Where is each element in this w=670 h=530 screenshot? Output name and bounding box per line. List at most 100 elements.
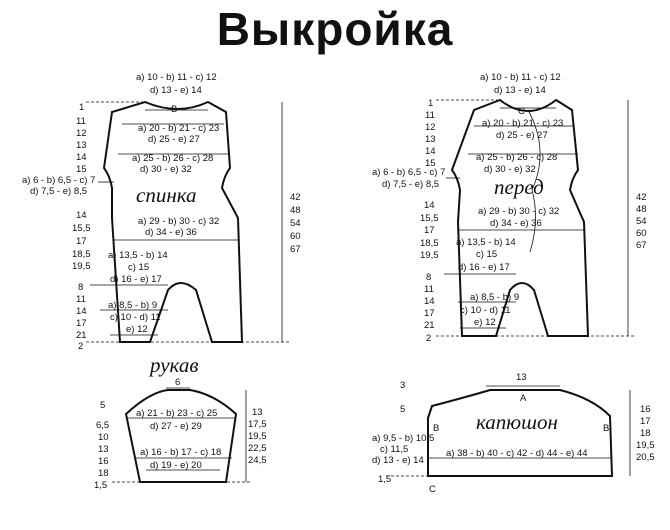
front-right-3: 60 xyxy=(636,228,647,239)
back-left-15: 21 xyxy=(76,330,87,341)
front-left-15: 21 xyxy=(424,320,435,331)
back-left-5: 15 xyxy=(76,164,87,175)
back-right-3: 60 xyxy=(290,231,301,242)
sleeve-left-0: 5 xyxy=(100,400,105,411)
back-left-13: 14 xyxy=(76,306,87,317)
sleeve-right-0: 13 xyxy=(252,407,263,418)
sleeve-upper-2: d) 27 - e) 29 xyxy=(150,421,202,432)
sleeve-left-6: 1,5 xyxy=(94,480,107,491)
front-chest1-2: d) 25 - e) 27 xyxy=(496,130,548,141)
front-left-6: 14 xyxy=(424,200,435,211)
back-left-7: 15,5 xyxy=(72,223,91,234)
front-right-4: 67 xyxy=(636,240,647,251)
back-left-10: 19,5 xyxy=(72,261,91,272)
front-chest1-1: a) 20 - b) 21 - c) 23 xyxy=(482,118,563,129)
hood-left-0: 3 xyxy=(400,380,405,391)
front-legbot-1: a) 8,5 - b) 9 xyxy=(470,292,519,303)
sleeve-lower-1: a) 16 - b) 17 - c) 18 xyxy=(140,447,221,458)
hood-bottom-value: a) 38 - b) 40 - c) 42 - d) 44 - e) 44 xyxy=(446,448,588,459)
front-legbot-3: e) 12 xyxy=(474,317,496,328)
back-left-3: 13 xyxy=(76,140,87,151)
front-left-0: 1 xyxy=(428,98,433,109)
back-left-9: 18,5 xyxy=(72,249,91,260)
back-neck-2: d) 13 - e) 14 xyxy=(150,85,202,96)
hood-letter-a: A xyxy=(520,393,527,404)
hood-left-label-1: c) 11,5 xyxy=(380,444,408,455)
front-left-7: 15,5 xyxy=(420,213,439,224)
sleeve-left-3: 13 xyxy=(98,444,109,455)
sleeve-outline xyxy=(124,389,238,483)
hood-outline xyxy=(427,389,614,477)
back-left-2: 12 xyxy=(76,128,87,139)
back-chest1-2: d) 25 - e) 27 xyxy=(148,134,200,145)
hood-letter-b-left: B xyxy=(433,423,439,434)
hood-right-0: 16 xyxy=(640,404,651,415)
back-left-1: 11 xyxy=(76,116,86,127)
back-right-4: 67 xyxy=(290,244,301,255)
back-left-12: 11 xyxy=(76,294,86,305)
front-left-11: 8 xyxy=(426,272,431,283)
front-left-12: 11 xyxy=(424,284,434,295)
front-legtop-1: a) 13,5 - b) 14 xyxy=(456,237,516,248)
back-left-11: 8 xyxy=(78,282,83,293)
back-legbot-3: e) 12 xyxy=(126,324,148,335)
sleeve-right-1: 17,5 xyxy=(248,419,267,430)
back-legbot-1: a) 8,5 - b) 9 xyxy=(108,300,157,311)
back-legtop-2: c) 15 xyxy=(128,262,149,273)
front-left-1: 11 xyxy=(425,110,435,121)
back-right-1: 48 xyxy=(290,205,301,216)
back-hip-1: a) 29 - b) 30 - c) 32 xyxy=(138,216,219,227)
back-left-4: 14 xyxy=(76,152,87,163)
hood-pattern: 13 A B B C капюшон a) 38 - b) 40 - c) 42… xyxy=(372,372,655,495)
front-left-8: 17 xyxy=(424,225,435,236)
front-left-10: 19,5 xyxy=(420,250,439,261)
back-crotch-2: d) 7,5 - e) 8,5 xyxy=(30,186,87,197)
back-chest2-2: d) 30 - e) 32 xyxy=(140,164,192,175)
front-crotch-1: a) 6 - b) 6,5 - c) 7 xyxy=(372,167,445,178)
back-left-6: 14 xyxy=(76,210,87,221)
back-neck-1: a) 10 - b) 11 - c) 12 xyxy=(136,72,217,83)
sleeve-left-5: 18 xyxy=(98,468,109,479)
back-right-2: 54 xyxy=(290,218,301,229)
front-legbot-2: c) 10 - d) 11 xyxy=(460,305,511,316)
page-title: Выкройка xyxy=(216,3,454,55)
back-left-16: 2 xyxy=(78,341,83,352)
hood-left-1: 5 xyxy=(400,404,405,415)
front-left-14: 17 xyxy=(424,308,435,319)
front-chest2-2: d) 30 - e) 32 xyxy=(484,164,536,175)
front-name: перед xyxy=(494,175,544,199)
hood-right-1: 17 xyxy=(640,416,651,427)
sleeve-right-2: 19,5 xyxy=(248,431,267,442)
sleeve-left-4: 16 xyxy=(98,456,109,467)
hood-left-2: 1,5 xyxy=(378,474,391,485)
sleeve-pattern: рукав 6 a) 21 - b) 23 - c) 25 d) 27 - e)… xyxy=(94,353,267,491)
sleeve-lower-2: d) 19 - e) 20 xyxy=(150,460,202,471)
hood-letter-c: C xyxy=(429,484,436,495)
hood-letter-b-right: B xyxy=(603,423,609,434)
sleeve-left-2: 10 xyxy=(98,432,109,443)
hood-right-4: 20,5 xyxy=(636,452,655,463)
front-crotch-2: d) 7,5 - e) 8,5 xyxy=(382,179,439,190)
front-left-4: 14 xyxy=(425,146,436,157)
front-left-3: 13 xyxy=(425,134,436,145)
front-hip-2: d) 34 - e) 36 xyxy=(490,218,542,229)
front-zip-line xyxy=(527,109,541,253)
front-legtop-2: c) 15 xyxy=(476,249,497,260)
front-neck-letter: C xyxy=(518,106,525,117)
sleeve-name: рукав xyxy=(148,353,198,377)
back-chest2-1: a) 25 - b) 26 - c) 28 xyxy=(132,153,213,164)
back-chest1-1: a) 20 - b) 21 - c) 23 xyxy=(138,123,219,134)
front-left-13: 14 xyxy=(424,296,435,307)
front-outline xyxy=(450,98,590,337)
back-neck-letter: B xyxy=(171,104,177,115)
front-left-5: 15 xyxy=(425,158,436,169)
front-pattern: a) 10 - b) 11 - c) 12 d) 13 - e) 14 C a)… xyxy=(372,72,647,344)
back-name: спинка xyxy=(136,183,197,207)
hood-right-3: 19,5 xyxy=(636,440,655,451)
front-legtop-3: d) 16 - e) 17 xyxy=(458,262,510,273)
back-hip-2: d) 34 - e) 36 xyxy=(145,227,197,238)
back-right-0: 42 xyxy=(290,192,301,203)
front-left-2: 12 xyxy=(425,122,436,133)
